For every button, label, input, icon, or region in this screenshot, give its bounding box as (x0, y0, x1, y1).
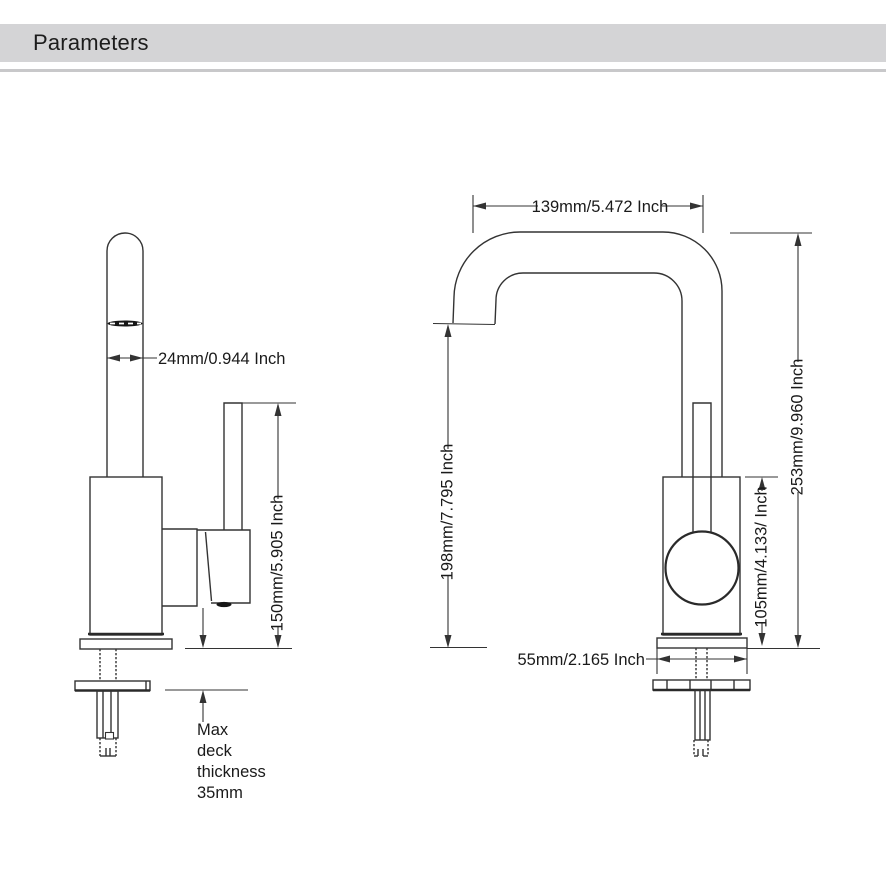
dim-55mm-arrow-right (734, 655, 747, 663)
deck-note-line-2: deck (197, 742, 233, 760)
left-handle-knob-edge (204, 531, 213, 602)
left-handle-knob (197, 529, 251, 604)
right-view-drawing: 139mm/5.472 Inch 198mm/7.795 Inch (430, 195, 820, 757)
right-handle-pivot-circle (664, 530, 740, 606)
dim-198mm-label-mask (438, 449, 457, 575)
right-deck-flange (656, 637, 748, 649)
dim-150mm-label-mask (268, 499, 287, 627)
dim-198mm-arrow-up (444, 324, 452, 337)
dim-24mm-label: 24mm/0.944 Inch (158, 350, 286, 368)
deck-note-line-1: Max (197, 721, 229, 739)
dim-150mm-arrow-down (274, 635, 282, 648)
deck-note-line-4: 35mm (197, 784, 243, 802)
header-bar: Parameters (0, 24, 886, 62)
dim-253mm-arrow-up (794, 233, 802, 246)
dim-139mm-label-mask (538, 196, 662, 216)
left-mounting-washer (74, 680, 151, 692)
dim-24mm-arrow-left (107, 354, 120, 362)
left-lever-pipe (223, 402, 243, 530)
left-view-drawing: 24mm/0.944 Inch 150mm/5.905 Inch (74, 232, 296, 802)
left-body (89, 476, 163, 636)
left-handle-lever-tip (216, 601, 232, 608)
dim-55mm-label: 55mm/2.165 Inch (518, 651, 646, 669)
deck-thickness-arrow-up (199, 690, 207, 703)
dim-105mm-label-mask (752, 491, 771, 623)
dim-139mm-label: 139mm/5.472 Inch (532, 198, 669, 216)
deck-note-line-3: thickness (197, 763, 266, 781)
dim-105mm-arrow-down (758, 633, 766, 646)
left-shank-notch (104, 731, 115, 740)
right-spout-outer (452, 231, 723, 477)
header-divider (0, 69, 886, 72)
right-shank (694, 689, 711, 741)
dim-198mm-label: 198mm/7.795 Inch (439, 444, 457, 581)
left-deck-flange (79, 638, 173, 650)
dim-105mm-label: 105mm/4.133/ Inch (753, 486, 771, 627)
dim-139mm-arrow-left (473, 202, 486, 210)
dim-198mm-arrow-down (444, 635, 452, 648)
dim-139mm-arrow-right (690, 202, 703, 210)
page-title: Parameters (33, 30, 149, 55)
dim-150mm-label: 150mm/5.905 Inch (269, 495, 287, 632)
left-spout-column (106, 232, 144, 477)
dim-105mm-arrow-up (758, 477, 766, 490)
dim-253mm-label: 253mm/9.960 Inch (789, 359, 807, 496)
deck-thickness-arrow-down (199, 635, 207, 648)
dim-55mm-arrow-left (657, 655, 670, 663)
dim-150mm-arrow-up (274, 403, 282, 416)
dim-24mm-arrow-right (130, 354, 143, 362)
left-handle-mount (162, 528, 198, 607)
dim-253mm-arrow-down (794, 635, 802, 648)
dim-253mm-label-mask (788, 362, 807, 492)
right-spout-tip-line (432, 322, 496, 326)
left-shank (96, 690, 119, 739)
left-swivel-seam (107, 320, 143, 327)
right-lever-pipe (692, 402, 712, 534)
deck-thickness-note: Max deck thickness 35mm (197, 721, 266, 802)
right-spout-inner (494, 272, 683, 477)
